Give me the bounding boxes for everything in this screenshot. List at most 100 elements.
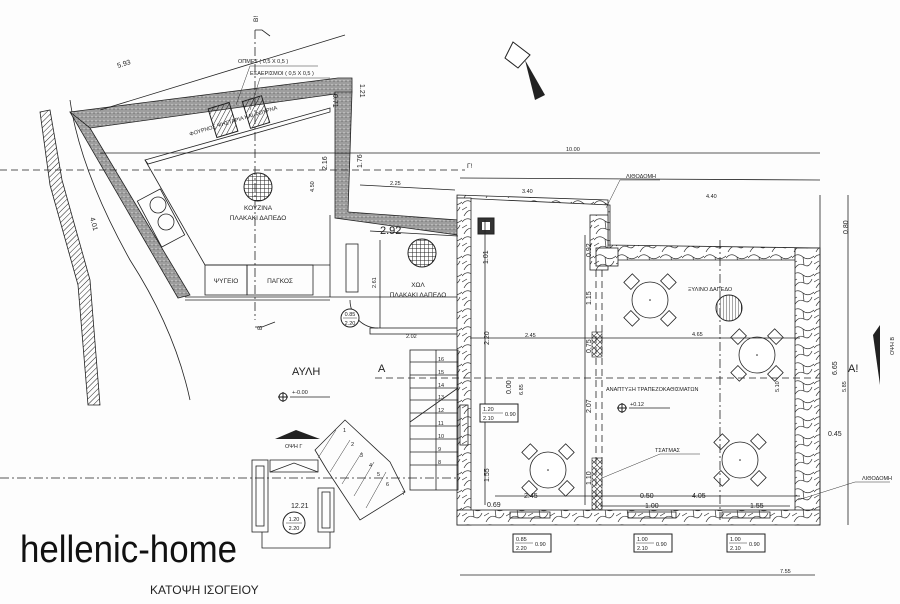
elevation-marker-icon [873,325,880,385]
section-mark: Α [378,363,386,375]
chimneys-label: ΟΠΜΕΣ ( 0,5 X 0,5 ) [238,59,288,65]
wood-floor-symbol [715,294,743,322]
courtyard-boundary-wall [39,109,101,406]
counter-label: ΠΑΓΚΟΣ [267,278,293,285]
svg-text:1.20: 1.20 [483,407,494,413]
shelter-column [591,457,603,511]
dimension: 5.93 [117,59,132,70]
section-mark: Β! [253,16,260,22]
courtyard-curve-line [69,99,191,401]
courtyard-level: +-0.00 [292,390,308,396]
stair-number: 4 [369,463,372,469]
vent-fixture [241,95,271,129]
svg-text:0.90: 0.90 [749,542,760,548]
dimension: 4.01 [88,217,98,232]
hall-name: ΧΩΛ [411,282,425,289]
dimension: 5.10 [775,381,781,392]
dimension: 0.45 [828,431,842,438]
main-building-walls [456,194,821,526]
stair-number: 14 [438,383,444,389]
dimension: 1.01 [483,250,490,264]
svg-text:0.85: 0.85 [345,312,356,318]
dimension: 2.07 [586,399,593,413]
stair-number: 12 [438,408,444,414]
masonry-label: ΛΙΘΟΔΟΜΗ [626,174,656,180]
dining-table-2 [730,328,784,382]
stair-number: 5 [377,472,380,478]
dimension: 2.25 [390,181,401,187]
kitchen-name: ΚΟΥΖΙΝΑ [244,205,273,212]
dimension: 4.05 [692,493,706,500]
dimension: 6.85 [519,384,525,395]
elevation-label: ΟΨΗ Γ [285,444,302,450]
dimension: 4.40 [706,194,717,200]
dimension: 0.92 [586,243,593,257]
door-tag: 1.00 2.10 0.90 [726,533,766,553]
dimension: 2.45 [525,333,536,339]
dimension: 2.92 [380,225,401,237]
dimension: 4.65 [692,332,703,338]
dimension: 12.21 [291,503,309,510]
north-arrow-icon [504,41,545,100]
stair-number: 10 [438,434,444,440]
door-tag: 1.00 2.10 0.90 [633,533,673,553]
dimension: 0.69 [487,502,501,509]
level-marker-icon [617,403,670,413]
stair-number: 2 [351,442,354,448]
dimension: 0.00 [506,380,513,394]
masonry-label: ΛΙΘΟΔΟΜΗ [862,476,892,482]
dining-label: ΑΝΑΠΤΥΞΗ ΤΡΑΠΕΖΟΚΑΘΙΣΜΑΤΩΝ [606,387,698,393]
dimension: 2.16 [322,156,329,170]
svg-text:1.20: 1.20 [289,517,300,523]
dimension: 0.75 [586,339,593,353]
svg-text:0.90: 0.90 [535,542,546,548]
section-lines [0,29,849,576]
kitchen-tile-symbol [243,172,273,202]
stair-number: 9 [438,447,441,453]
counter-box [246,264,314,296]
kitchen-floor: ΠΛΑΚΑΚΙ ΔΑΠΕΔΟ [230,215,287,222]
courtyard-name: ΑΥΛΗ [292,366,320,378]
dimension: 1.15 [586,291,593,305]
svg-text:2.10: 2.10 [637,546,648,552]
svg-text:2.10: 2.10 [483,416,494,422]
wood-floor-label: ΞΥΛΙΝΟ ΔΑΠΕΔΟ [688,287,733,293]
level-marker-icon [278,392,330,402]
sink-icon [136,188,186,248]
stair-number: 3 [360,453,363,459]
windows [459,404,771,519]
stair-number: 11 [438,421,444,427]
section-mark: Γ! [467,163,473,170]
dimension: 4.50 [310,181,316,192]
dimension: 2.20 [484,331,491,345]
stair-number: 16 [438,357,444,363]
dining-table-3 [521,443,575,497]
svg-text:1.00: 1.00 [730,537,741,543]
door-tag: 0.85 2.20 [340,308,360,328]
dimension: 1.10 [586,471,593,485]
svg-text:0.90: 0.90 [656,542,667,548]
dimension: 5.85 [842,381,848,392]
section-mark: Α! [848,363,858,375]
svg-text:2.20: 2.20 [516,546,527,552]
drawing-title: ΚΑΤΟΨΗ ΙΣΟΓΕΙΟΥ [150,583,259,597]
dimension: 1.21 [358,84,365,98]
dimension: 0.80 [843,220,850,234]
elevation-marker-icon [275,430,320,439]
dimension: 10.00 [566,147,580,153]
dimension: 2.61 [372,277,378,288]
hall-floor: ΠΛΑΚΑΚΙ ΔΑΠΕΔΟ [390,292,447,299]
dimension: 2.02 [406,334,417,340]
door-tag: 1.20 2.20 [282,511,306,535]
dining-table-1 [623,273,677,327]
svg-text:0.90: 0.90 [505,412,516,418]
dimension: 1.55 [484,468,491,482]
door-tag: 0.85 2.20 0.90 [512,533,552,553]
stair-number: 1 [343,428,346,434]
dimension: 3.40 [522,189,533,195]
dining-level: +0.12 [630,402,644,408]
dining-table-4 [713,433,767,487]
stair-number: 6 [386,482,389,488]
dimension: 1.00 [645,503,659,510]
